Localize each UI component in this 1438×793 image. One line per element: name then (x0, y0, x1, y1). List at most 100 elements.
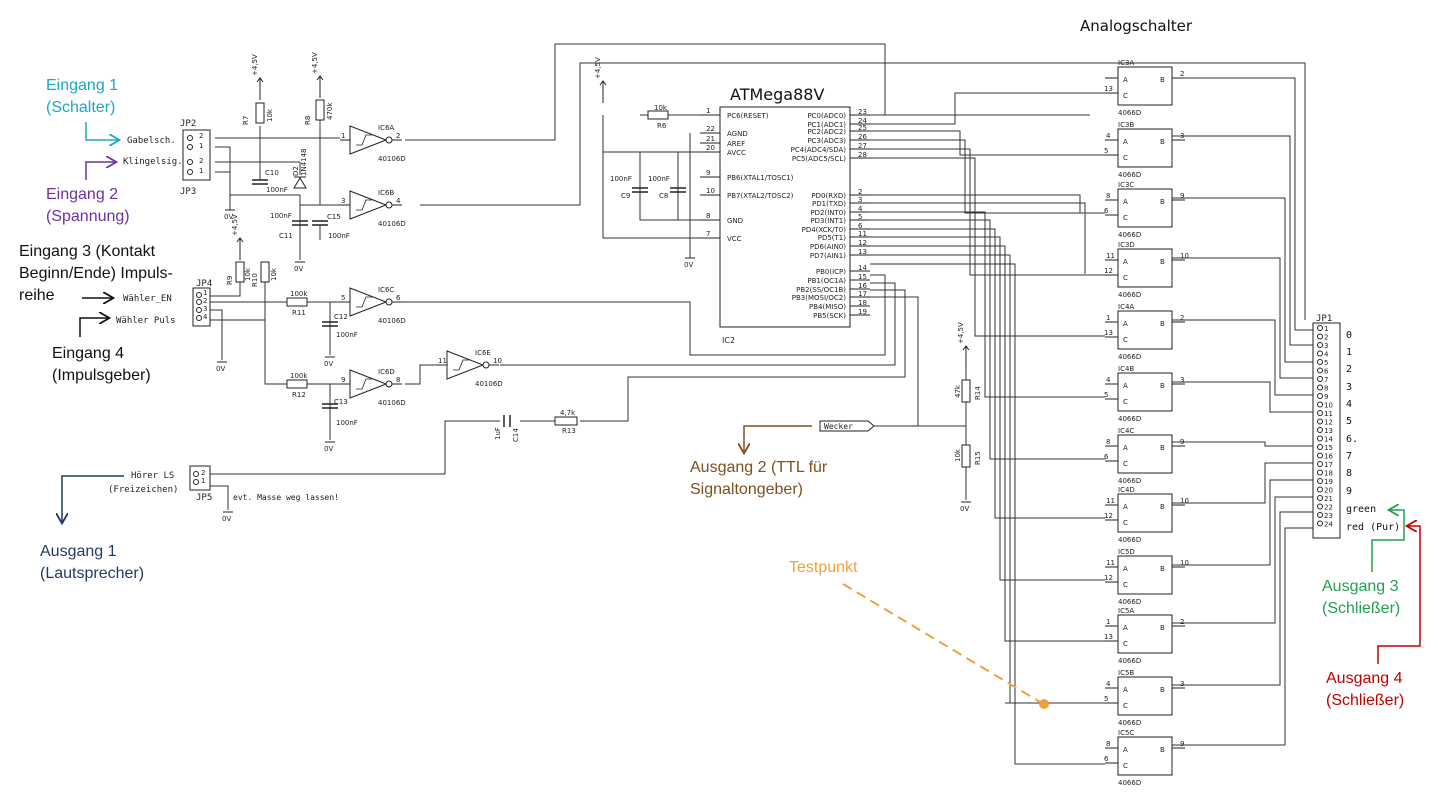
svg-text:3: 3 (203, 305, 207, 313)
ausgang-1-arrow (62, 475, 124, 522)
ground-label: 0V (324, 360, 333, 368)
supply-label: +4,5V (231, 214, 239, 236)
switch-pin-c: C (1123, 762, 1128, 770)
resistor-r9 (235, 261, 245, 283)
mcu-pin-name: PC5(ADC5/SCL) (792, 155, 846, 163)
jp5-ref: JP5 (196, 493, 212, 503)
supply-label: +4,5V (957, 322, 965, 344)
d2-ref: D2 (292, 166, 300, 176)
r7-value: 10k (266, 108, 274, 122)
ground-label: 0V (216, 365, 225, 373)
switch-type: 4066D (1118, 598, 1141, 606)
switch-in-pin: 8 (1106, 740, 1110, 748)
inverter-pin-out: 2 (396, 132, 400, 140)
switch-type: 4066D (1118, 291, 1141, 299)
switch-out-pin: 9 (1180, 438, 1184, 446)
switch-in-pin: 8 (1106, 438, 1110, 446)
svg-text:C8: C8 (659, 192, 668, 200)
inverter-pin-out: 8 (396, 376, 400, 384)
switch-ref: IC4D (1118, 486, 1135, 494)
mcu-pin-num: 19 (858, 308, 867, 316)
resistor-r10 (260, 261, 270, 283)
r9-value: 10k (244, 267, 252, 281)
inverter-ref: IC6A (378, 124, 394, 132)
switch-pin-b: B (1160, 565, 1165, 573)
diagram-title: Analogschalter (1080, 17, 1193, 35)
mcu-pin-num: 7 (706, 230, 710, 238)
mcu-pin-name: PC0(ADC0) (807, 112, 846, 120)
ausgang-2-arrow (744, 425, 812, 452)
switch-out-pin: 10 (1180, 497, 1189, 505)
switch-type: 4066D (1118, 536, 1141, 544)
switch-ref: IC4C (1118, 427, 1134, 435)
jp1-pin-num: 16 (1324, 453, 1333, 461)
mcu-pin-name: PB4(MISO) (809, 303, 846, 311)
svg-text:1: 1 (199, 167, 203, 175)
mcu-pin-num: 9 (706, 169, 710, 177)
eingang-4-label: Eingang 4 (Impulsgeber) (52, 345, 151, 384)
jp1-label: 2 (1346, 364, 1352, 375)
supply-symbol: +4,5V (594, 57, 607, 103)
c11-value: 100nF (270, 212, 292, 220)
switch-ref: IC3B (1118, 121, 1134, 129)
mcu-pin-num: 13 (858, 248, 867, 256)
svg-text:C10: C10 (265, 169, 279, 177)
r11-value: 100k (290, 290, 308, 298)
jp1-label: 6. (1346, 434, 1358, 445)
jp3-ref: JP3 (180, 187, 196, 197)
inverter-type: 40106D (475, 380, 503, 388)
switch-ctrl-pin: 13 (1104, 633, 1113, 641)
mcu-pin-name: PD6(AIN0) (810, 243, 846, 251)
inverter-type: 40106D (378, 399, 406, 407)
switch-pin-a: A (1123, 258, 1128, 266)
jp5-label-2: (Freizeichen) (108, 485, 178, 495)
jp1-label: 4 (1346, 399, 1352, 410)
switch-type: 4066D (1118, 171, 1141, 179)
mcu-pin-name: PD5(T1) (818, 234, 847, 242)
inverter-pin-out: 10 (493, 357, 502, 365)
r13-value: 4,7k (560, 409, 576, 417)
d2-type: 1N4148 (300, 148, 308, 176)
switch-pin-a: A (1123, 686, 1128, 694)
switch-pin-b: B (1160, 686, 1165, 694)
jp1-pin-num: 17 (1324, 461, 1333, 469)
switch-type: 4066D (1118, 109, 1141, 117)
ground-symbol: 0V (294, 261, 305, 273)
r8-value: 470k (326, 102, 334, 120)
switch-pin-b: B (1160, 444, 1165, 452)
switch-pin-b: B (1160, 503, 1165, 511)
ground-label: 0V (960, 505, 969, 513)
jp1-label: 5 (1346, 416, 1352, 427)
switch-in-pin: 1 (1106, 314, 1110, 322)
switch-ref: IC4B (1118, 365, 1134, 373)
wecker-port (819, 420, 875, 432)
c8-value: 100nF (648, 175, 670, 183)
svg-text:R7: R7 (242, 116, 250, 125)
switch-out-pin: 10 (1180, 252, 1189, 260)
jp1-pin-num: 18 (1324, 470, 1333, 478)
switch-ctrl-pin: 6 (1104, 207, 1109, 215)
jp1-pin-num: 20 (1324, 487, 1333, 495)
switch-type: 4066D (1118, 231, 1141, 239)
switch-pin-c: C (1123, 154, 1128, 162)
ausgang-3-arrow (1371, 510, 1405, 572)
switch-ref: IC5D (1118, 548, 1135, 556)
mcu-pin-name: PD7(AIN1) (810, 252, 846, 260)
mcu-pin-num: 26 (858, 133, 867, 141)
switch-pin-b: B (1160, 382, 1165, 390)
switch-ctrl-pin: 6 (1104, 453, 1109, 461)
switch-pin-c: C (1123, 214, 1128, 222)
jp1-pin-num: 6 (1324, 368, 1329, 376)
mcu-pin-num: 11 (858, 230, 867, 238)
inverter-type: 40106D (378, 220, 406, 228)
inverter-ref: IC6E (475, 349, 491, 357)
mcu-pin-name: PC3(ADC3) (807, 137, 846, 145)
